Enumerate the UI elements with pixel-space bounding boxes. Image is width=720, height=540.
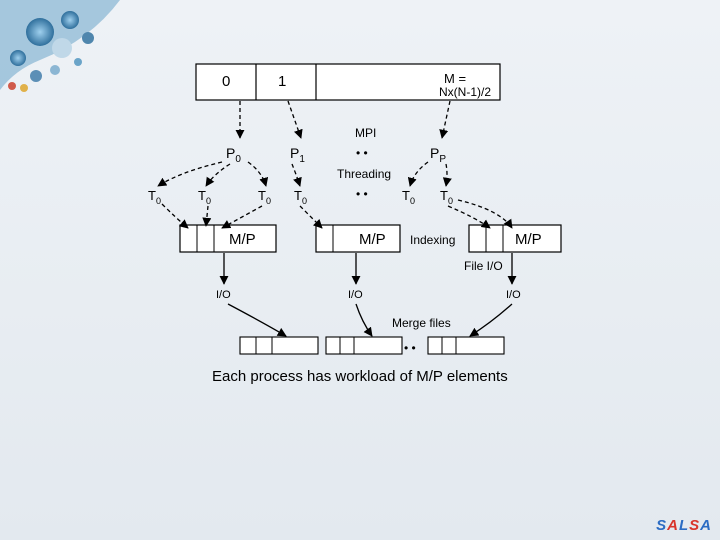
dots-threading: • • [356,187,368,201]
matrix-cell-1: 1 [278,73,286,90]
merged-file-2 [325,336,403,355]
matrix-bar: 0 1 M = Nx(N-1)/2 [195,63,501,101]
thread-t0-b: T0 [198,188,211,206]
mp-block-3: M/P [468,224,562,253]
thread-t0-d: T0 [294,188,307,206]
io-1: I/O [216,289,231,301]
merged-file-3 [427,336,505,355]
process-pp: PP [430,145,446,165]
thread-t0-e: T0 [402,188,415,206]
salsa-logo: SALSA [656,517,712,534]
thread-t0-f: T0 [440,188,453,206]
mp-block-1: M/P [179,224,277,253]
svg-text:M/P: M/P [359,231,386,248]
dots-merge: • • [404,341,416,355]
thread-t0-c: T0 [258,188,271,206]
process-p0: P0 [226,145,241,165]
caption: Each process has workload of M/P element… [212,368,508,385]
threading-label: Threading [337,167,391,181]
matrix-m-formula: Nx(N-1)/2 [439,85,491,99]
svg-text:M/P: M/P [229,231,256,248]
matrix-m-label: M = [444,71,466,86]
merged-file-1 [239,336,319,355]
indexing-label: Indexing [410,233,455,247]
merge-files-label: Merge files [392,316,451,330]
matrix-cell-0: 0 [222,73,230,90]
mpi-label: MPI [355,126,376,140]
dots-mpi: • • [356,146,368,160]
io-3: I/O [506,289,521,301]
thread-t0-a: T0 [148,188,161,206]
io-2: I/O [348,289,363,301]
process-p1: P1 [290,145,305,165]
mp-block-2: M/P [315,224,401,253]
svg-text:M/P: M/P [515,231,542,248]
file-io-label: File I/O [464,259,503,273]
corner-decoration [0,0,120,92]
